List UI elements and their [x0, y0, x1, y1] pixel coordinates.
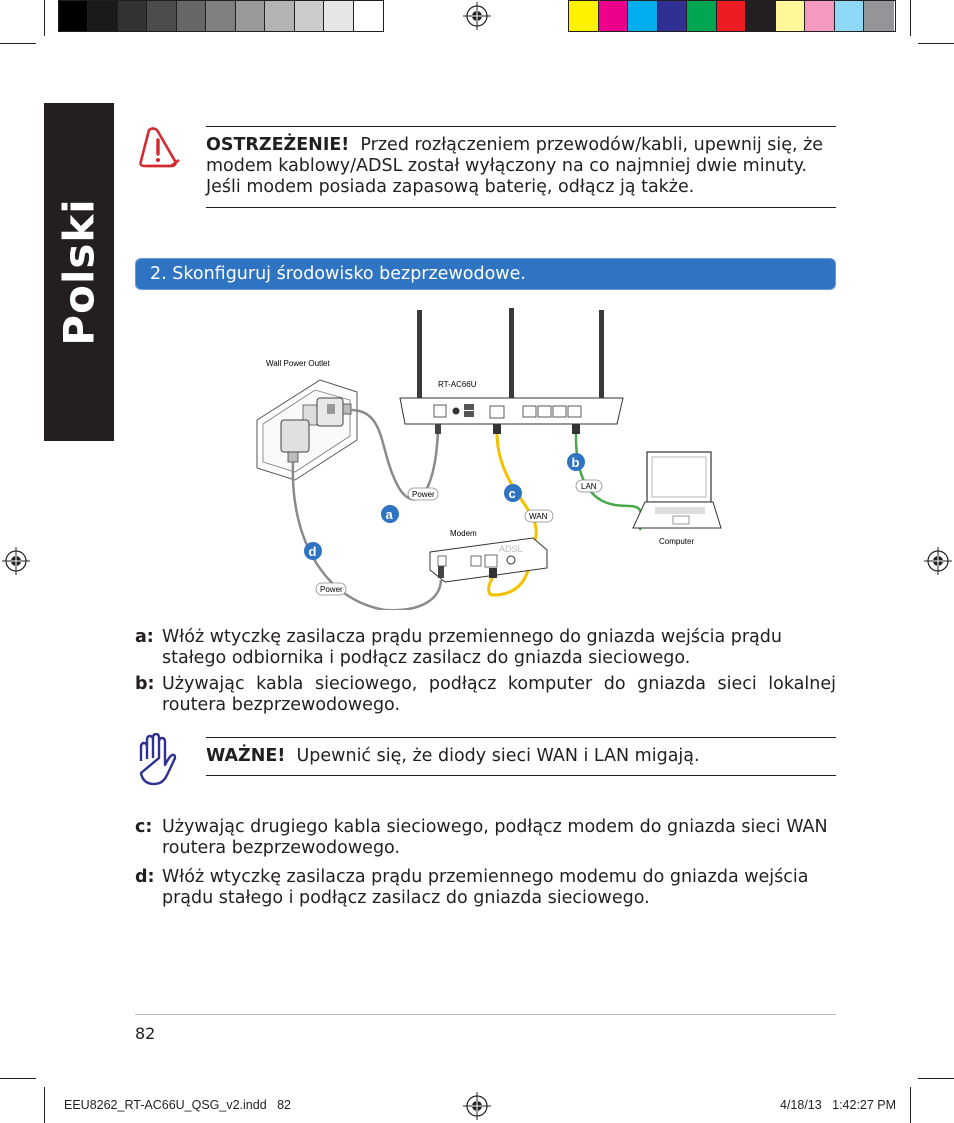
instruction-d-text: Włóż wtyczkę zasilacza prądu przemienneg…	[162, 867, 809, 908]
language-side-tab: Polski	[44, 103, 114, 441]
modem-power-cable-end	[385, 579, 443, 610]
footer-rule	[135, 1014, 836, 1015]
computer	[632, 451, 722, 529]
instruction-c-text: Używając drugiego kabla sieciowego, podł…	[162, 817, 828, 858]
computer-label: Computer	[659, 537, 694, 546]
registration-mark-icon	[463, 2, 491, 30]
registration-mark-icon	[463, 1092, 491, 1120]
instruction-c-letter: c:	[135, 817, 153, 837]
modem-brand-label: ADSL	[499, 544, 523, 554]
important-label: WAŻNE!	[206, 746, 286, 766]
connection-diagram: Wall Power Outlet RT-AC66U	[256, 308, 722, 610]
instruction-d-letter: d:	[135, 867, 155, 887]
instruction-b-text: Używając kabla sieciowego, podłącz kompu…	[162, 674, 836, 715]
marker-a: a	[381, 505, 399, 523]
modem	[429, 537, 548, 583]
grayscale-color-bar	[58, 0, 384, 32]
registration-mark-icon	[924, 547, 952, 575]
svg-text:a: a	[386, 507, 394, 522]
step-heading: 2. Skonfiguruj środowisko bezprzewodowe.	[150, 264, 526, 284]
crop-mark	[918, 43, 954, 44]
router-power-cable	[350, 408, 440, 501]
marker-b: b	[567, 453, 585, 471]
crop-mark	[44, 0, 45, 36]
modem-power-cable	[291, 461, 386, 610]
warning-text: OSTRZEŻENIE! Przed rozłączeniem przewodó…	[206, 135, 836, 198]
marker-d: d	[304, 542, 322, 560]
warning-bottom-rule	[206, 207, 836, 208]
warning-line-3: Jeśli modem posiada zapasową baterię, od…	[206, 177, 695, 197]
date-slug: 4/18/13 1:42:27 PM	[780, 1098, 897, 1112]
wan-tag: WAN	[524, 509, 554, 523]
svg-text:d: d	[309, 544, 317, 559]
crop-mark	[918, 1078, 954, 1079]
router-model-label: RT-AC66U	[438, 380, 477, 389]
warning-line-1: Przed rozłączeniem przewodów/kabli, upew…	[360, 135, 824, 155]
router	[399, 308, 624, 434]
process-color-bar	[568, 0, 896, 32]
page-number: 82	[135, 1024, 156, 1043]
svg-text:Power: Power	[412, 490, 435, 499]
instruction-a-letter: a:	[135, 627, 154, 647]
lan-tag: LAN	[575, 479, 603, 493]
step-heading-bar: 2. Skonfiguruj środowisko bezprzewodowe.	[135, 258, 836, 290]
file-slug: EEU8262_RT-AC66U_QSG_v2.indd 82	[64, 1098, 291, 1112]
svg-text:WAN: WAN	[529, 512, 548, 521]
svg-text:b: b	[572, 455, 580, 470]
warning-label: OSTRZEŻENIE!	[206, 135, 350, 155]
registration-mark-icon	[2, 547, 30, 575]
crop-mark	[0, 1078, 36, 1079]
instruction-b-letter: b:	[135, 674, 155, 694]
language-label: Polski	[54, 198, 104, 346]
warning-icon	[139, 127, 180, 168]
svg-text:c: c	[509, 486, 516, 501]
power-tag-d: Power	[315, 582, 347, 596]
warning-top-rule	[206, 126, 836, 127]
crop-mark	[910, 1087, 911, 1123]
important-top-rule	[206, 737, 836, 738]
svg-text:Power: Power	[320, 585, 343, 594]
crop-mark	[910, 0, 911, 36]
important-text: WAŻNE! Upewnić się, że diody sieci WAN i…	[206, 746, 836, 767]
svg-text:LAN: LAN	[581, 482, 597, 491]
modem-power-adapter	[280, 419, 310, 463]
instruction-a-text: Włóż wtyczkę zasilacza prądu przemienneg…	[162, 627, 782, 668]
wall-outlet-label: Wall Power Outlet	[266, 359, 331, 368]
important-bottom-rule	[206, 775, 836, 776]
important-hand-icon	[139, 733, 177, 786]
power-tag-a: Power	[407, 487, 439, 501]
warning-line-2: modem kablowy/ADSL został wyłączony na c…	[206, 156, 808, 176]
modem-label: Modem	[450, 529, 477, 538]
crop-mark	[0, 43, 36, 44]
important-message: Upewnić się, że diody sieci WAN i LAN mi…	[296, 746, 700, 766]
crop-mark	[44, 1087, 45, 1123]
marker-c: c	[504, 484, 522, 502]
